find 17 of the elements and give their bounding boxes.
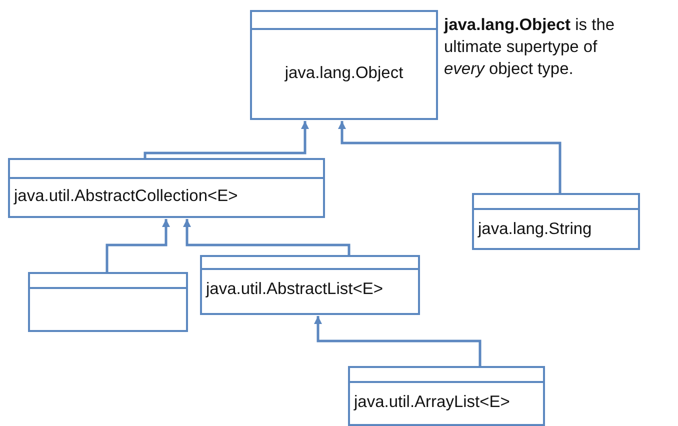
note-text: java.lang.Object is the ultimate supertype of every object type. [444, 15, 616, 80]
class-box [200, 255, 420, 315]
class-name: java.util.AbstractCollection<E> [12, 187, 239, 206]
connector [314, 316, 482, 366]
class-name: java.lang.Object [284, 64, 404, 83]
connector [183, 219, 350, 255]
class-name: java.util.ArrayList<E> [352, 393, 511, 412]
connector [106, 219, 170, 272]
class-name: java.lang.String [476, 220, 593, 239]
connector [338, 121, 562, 193]
class-box [348, 366, 545, 426]
class-box [8, 158, 325, 218]
connector [144, 121, 309, 158]
class-box [472, 193, 640, 250]
empty-class-box [28, 272, 188, 332]
class-box [250, 10, 438, 120]
class-name: java.util.AbstractList<E> [204, 280, 384, 299]
